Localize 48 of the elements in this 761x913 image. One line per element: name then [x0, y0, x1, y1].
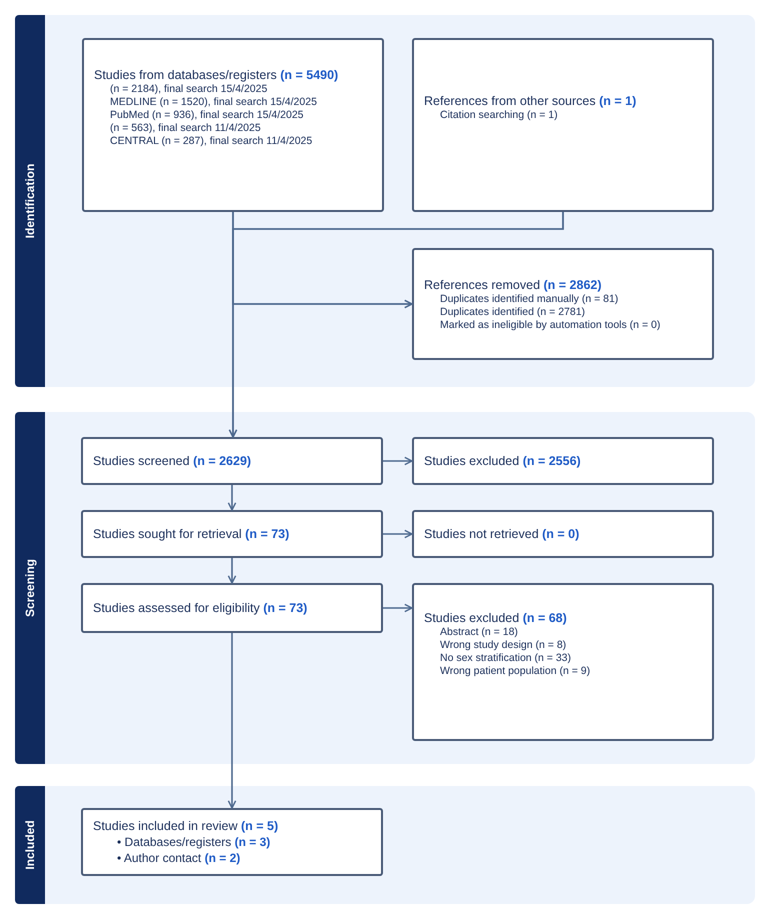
box-detail: Wrong patient population (n = 9) [439, 665, 592, 678]
stage-panel [15, 412, 755, 764]
stage-label: Screening [23, 558, 37, 618]
process-box [81, 808, 383, 876]
box-detail: PubMed (n = 936), final search 15/4/2025 [109, 108, 305, 122]
box-heading: Studies sought for retrieval (n = 73) [93, 526, 290, 542]
box-detail: Abstract (n = 18) [439, 626, 519, 639]
box-heading: Studies not retrieved (n = 0) [424, 526, 580, 542]
stage-label: Identification [23, 164, 37, 238]
box-heading: Studies excluded (n = 2556) [424, 453, 582, 469]
box-heading: Studies screened (n = 2629) [93, 453, 252, 469]
arrow [232, 212, 564, 308]
bullet-item: • Author contact (n = 2) [117, 850, 242, 866]
process-box [81, 437, 383, 485]
box-heading: Studies included in review (n = 5) [93, 818, 280, 834]
box-detail: Duplicates identified manually (n = 81) [439, 292, 620, 306]
box-detail: Citation searching (n = 1) [439, 108, 559, 122]
box-detail: No sex stratification (n = 33) [439, 652, 572, 665]
arrow [383, 456, 413, 466]
stage-panel [15, 15, 755, 387]
stage-panel [15, 786, 755, 904]
box-heading: References from other sources (n = 1) [424, 92, 638, 108]
box-detail: MEDLINE (n = 1520), final search 15/4/2025 [109, 96, 318, 108]
box-heading: Studies from databases/registers (n = 5490) [94, 66, 340, 82]
process-box [412, 248, 714, 360]
box-heading: Studies assessed for eligibility (n = 73) [93, 600, 308, 616]
process-box [82, 38, 384, 212]
box-heading: Studies excluded (n = 68) [424, 610, 568, 626]
arrow [228, 558, 236, 584]
arrow [383, 604, 413, 612]
box-heading: References removed (n = 2862) [424, 276, 603, 292]
box-detail: Wrong study design (n = 8) [439, 639, 568, 652]
box-detail: (n = 563), final search 11/4/2025 [109, 122, 262, 134]
process-box [412, 583, 714, 741]
stage-label: Included [23, 820, 37, 870]
process-box [412, 437, 714, 485]
bullet-item: • Databases/registers (n = 3) [117, 834, 272, 850]
box-detail: Marked as ineligible by automation tools (n = 0) [439, 318, 662, 332]
process-box [81, 583, 383, 633]
arrow [228, 485, 236, 511]
arrow [383, 530, 413, 538]
box-detail: (n = 2184), final search 15/4/2025 [109, 82, 268, 96]
box-detail: CENTRAL (n = 287), final search 11/4/2025 [109, 134, 314, 148]
process-box [81, 510, 383, 558]
process-box [412, 510, 714, 558]
process-box [412, 38, 714, 212]
box-detail: Duplicates identified (n = 2781) [439, 306, 586, 318]
arrow [228, 633, 236, 809]
